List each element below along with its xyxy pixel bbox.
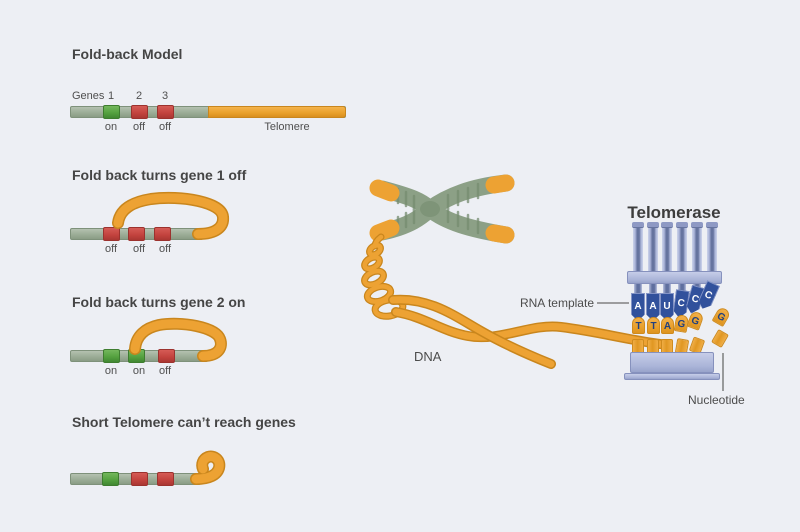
telomere-label: Telomere [264,121,310,133]
dna-strand-upper [396,312,668,345]
telomerase-pillar [661,222,673,272]
gene-block-off [131,472,148,486]
section-title-model: Fold-back Model [72,46,183,62]
telomerase-pillar [676,222,688,272]
gene-block-off [154,227,171,241]
enzyme-crossbar [627,271,722,284]
dna-base-tag: T [647,317,660,334]
section-title-fold-gene1: Fold back turns gene 1 off [72,167,247,183]
gene-block-off [103,227,120,241]
gene-block-on [103,349,120,363]
genes-label: Genes [72,90,105,102]
short-telomere-hook [196,457,219,479]
gene-block-on [103,105,120,119]
dna-label: DNA [414,349,442,364]
section-title-fold-gene2: Fold back turns gene 2 on [72,294,246,310]
enzyme-peg [649,284,657,296]
enzyme-peg [634,284,642,296]
state-label: on [104,365,118,377]
gene-block-on [102,472,119,486]
chromosome [369,174,515,244]
dna-base-tag: A [661,317,674,334]
gene-block-off [158,349,175,363]
state-label: off [158,121,172,133]
state-label: on [104,121,118,133]
chromosome-telomere-caps [369,174,515,244]
state-label: off [132,243,146,255]
dna-helix [362,237,404,318]
gene-number-3: 3 [161,90,169,102]
centromere [420,201,440,217]
state-label: off [158,365,172,377]
enzyme-base [630,352,714,373]
dna-base-tag: T [632,317,645,334]
gene-number-1: 1 [107,90,115,102]
telomerase-pillar [706,222,718,272]
enzyme-peg [663,284,671,296]
telomerase-pillar [647,222,659,272]
rna-template-label: RNA template [519,296,594,310]
state-label: off [158,243,172,255]
enzyme-peg [678,284,686,296]
telomerase-pillar [691,222,703,272]
gene-number-2: 2 [135,90,143,102]
enzyme-base-step [624,373,720,380]
state-label: off [132,121,146,133]
state-label: off [104,243,118,255]
telomere-segment [208,106,346,118]
state-label: on [132,365,146,377]
gene-block-off [157,472,174,486]
fold-loop-gene2 [135,324,221,356]
gene-block-off [128,227,145,241]
telomerase-pillar [632,222,644,272]
fold-loop-gene1 [118,198,223,234]
section-title-short-telomere: Short Telomere can’t reach genes [72,414,296,430]
telomerase-title: Telomerase [627,203,721,222]
nucleotide-label: Nucleotide [688,393,745,407]
gene-block-off [131,105,148,119]
gene-block-off [157,105,174,119]
